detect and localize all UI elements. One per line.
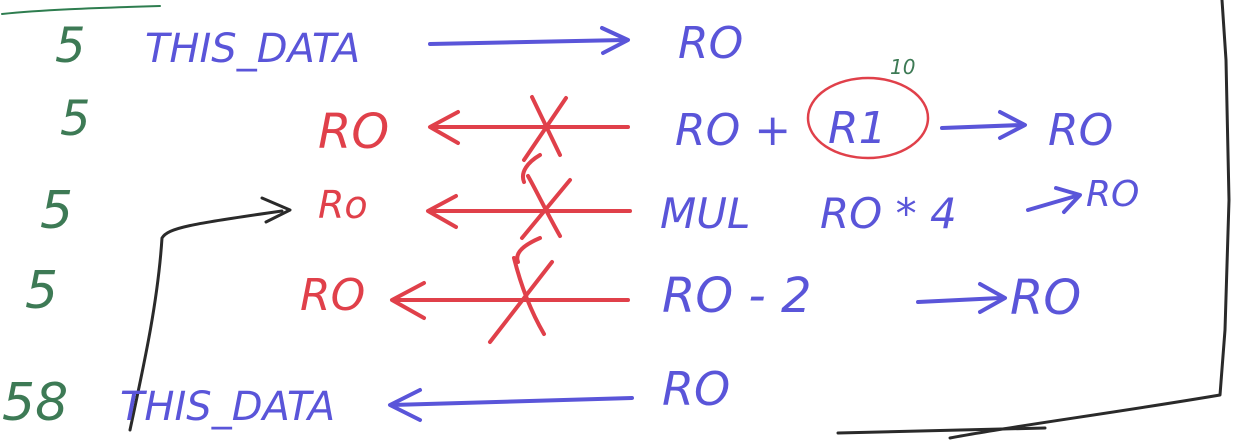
row2-circle-annotation: 10 [890, 55, 915, 79]
row3-cross-mark [520, 174, 572, 240]
row4-result-arrow-line [916, 296, 1002, 304]
row5-cycle-count: 58 [2, 373, 68, 433]
row3-dest-label: Ro [318, 183, 368, 227]
row3-arrow-head [426, 194, 458, 229]
bottom-frame-border [836, 426, 1047, 435]
row4-arrow-head [390, 281, 426, 320]
row3-op-label: MUL [660, 189, 750, 238]
row4-expr: RO - 2 [662, 268, 812, 324]
row4-dest-label: RO [300, 270, 365, 321]
row3-feedback-line [128, 209, 284, 432]
row3-expr: RO * 4 [820, 189, 957, 238]
row4-cycle-count: 5 [25, 261, 58, 321]
row5-source-label: RO [662, 362, 730, 416]
row4-connector-squiggle [515, 153, 542, 264]
row1-arrow-line [428, 38, 627, 46]
row3-result-arrow-line [1026, 194, 1078, 212]
row2-expr-part-a: RO + [675, 105, 791, 156]
row2-dest-label: RO [318, 104, 389, 160]
row4-result-arrow-head [978, 282, 1007, 314]
row5-dest-label: THIS_DATA [120, 384, 335, 430]
top-left-frame-stroke [1, 5, 161, 15]
row3-result-dest: RO [1086, 174, 1139, 215]
row2-cross-mark [522, 95, 568, 162]
row3-feedback-arrow-head [260, 196, 292, 224]
row2-result-arrow-head [998, 110, 1027, 140]
row5-arrow-head [388, 388, 422, 422]
row1-dest-label: RO [678, 18, 743, 69]
row3-result-arrow-head [1054, 186, 1082, 214]
row5-arrow-line [390, 396, 634, 407]
right-frame-border [948, 0, 1231, 440]
row3-cycle-count: 5 [40, 181, 73, 241]
row2-result-arrow-line [940, 123, 1024, 130]
row2-cycle-count: 5 [60, 91, 91, 147]
row2-result-dest: RO [1048, 105, 1113, 156]
row1-arrow-head [600, 26, 630, 55]
row4-cross-mark [488, 256, 554, 344]
row2-arrow-head [428, 110, 460, 145]
row2-circled-operand: R1 [828, 103, 887, 154]
row2-circled-operand-ring [806, 76, 930, 160]
row1-cycle-count: 5 [55, 18, 86, 74]
row1-source-label: THIS_DATA [145, 26, 360, 72]
row4-result-dest: RO [1010, 270, 1081, 326]
